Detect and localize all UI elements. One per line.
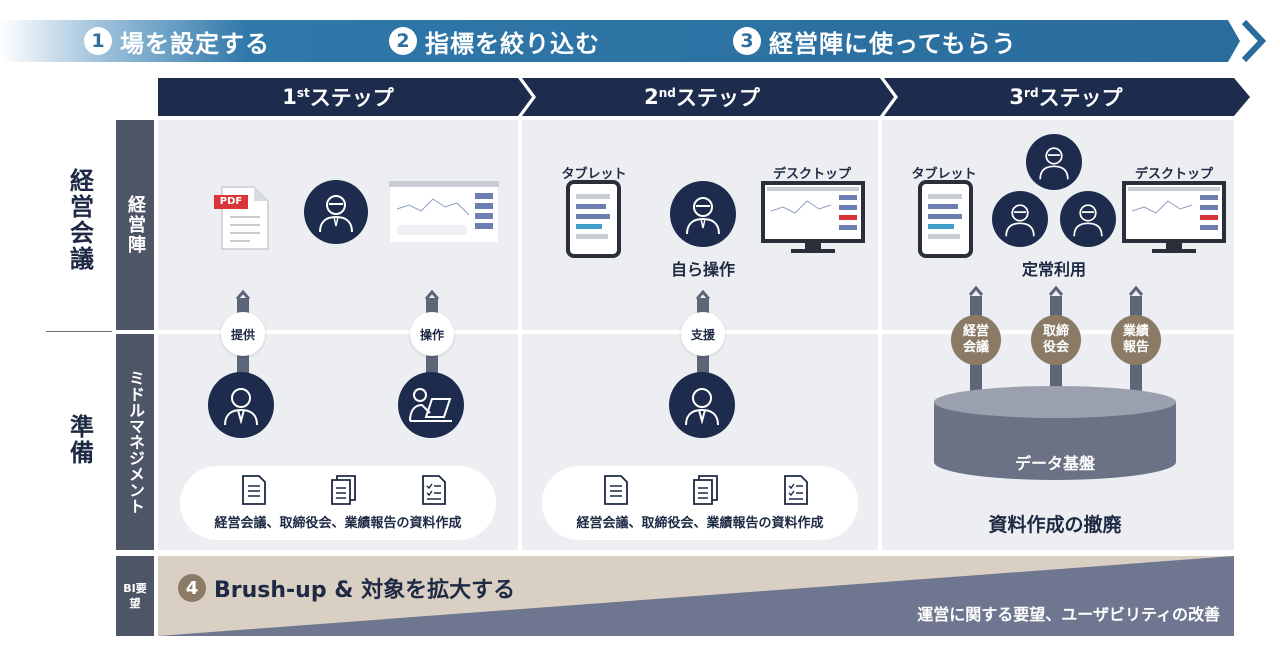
executive-avatar-icon: [304, 180, 368, 244]
operate-badge: 操作: [410, 312, 454, 356]
brush-up-number: 4: [178, 574, 206, 602]
step-suffix: rd: [1024, 86, 1039, 100]
row-bar-executives: 経営陣: [116, 120, 154, 330]
documents-caption: 経営会議、取締役会、業績報告の資料作成: [576, 516, 824, 531]
step-label-text: ステップ: [309, 86, 394, 110]
dashboard-screenshot-icon: [389, 181, 499, 243]
banner-arrow: [0, 19, 1267, 63]
documents-caption: 経営会議、取締役会、業績報告の資料作成: [214, 516, 462, 531]
pdf-tag: PDF: [219, 196, 243, 207]
meeting-badge-performance: 業績 報告: [1111, 315, 1161, 365]
documents-stack-icon: [331, 475, 356, 505]
up-chevron-icon: [424, 289, 440, 300]
documents-stack-icon: [693, 475, 718, 505]
support-badge: 支援: [681, 312, 725, 356]
regular-use-label: 定常利用: [1021, 260, 1086, 279]
row-label-meeting: 経営会議: [65, 168, 94, 272]
row-divider: [46, 331, 112, 332]
banner-step-1: 1 場を設定する: [84, 25, 270, 58]
brush-up-title-text: Brush-up & 対象を拡大する: [214, 578, 516, 603]
meeting-badge-board: 取締 役会: [1031, 315, 1081, 365]
up-chevron-icon: [1128, 285, 1144, 296]
row-bar-bi-requests: BI要望: [116, 556, 154, 636]
tablet-label: タブレット: [561, 167, 627, 182]
step-suffix: nd: [658, 86, 676, 100]
checklist-icon: [784, 475, 808, 505]
tablet-icon: [918, 180, 973, 258]
tablet-icon: [566, 180, 621, 258]
up-chevron-icon: [695, 289, 711, 300]
banner-step-label: 経営陣に使ってもらう: [769, 29, 1017, 58]
desktop-label: デスクトップ: [1134, 167, 1213, 182]
brush-up-title: 4 Brush-up & 対象を拡大する: [178, 572, 515, 604]
manager-avatar-icon: [208, 372, 274, 438]
row-label-prep: 準備: [65, 414, 94, 466]
checklist-icon: [422, 475, 446, 505]
step-ordinal: 1: [282, 85, 297, 109]
tablet-label: タブレット: [911, 167, 977, 182]
manager-avatar-icon: [669, 372, 735, 438]
provide-badge: 提供: [221, 312, 265, 356]
database-cylinder-icon: [934, 386, 1176, 480]
up-chevron-icon: [235, 289, 251, 300]
meeting-badge-exec: 経営 会議: [951, 315, 1001, 365]
step-label-text: ステップ: [675, 86, 760, 110]
step-suffix: st: [296, 86, 310, 100]
banner-step-2: 2 指標を絞り込む: [389, 25, 600, 58]
pdf-document-icon: [214, 186, 269, 250]
banner-step-label: 場を設定する: [120, 29, 270, 58]
step-ordinal: 3: [1009, 85, 1025, 109]
brush-up-subtitle: 運営に関する要望、ユーザビリティの改善: [917, 605, 1220, 624]
banner-step-label: 指標を絞り込む: [425, 29, 600, 58]
executive-avatar-icon: [1060, 191, 1116, 247]
abolish-docs-label: 資料作成の撤廃: [988, 514, 1122, 536]
banner-step-number: 3: [733, 27, 761, 55]
executive-avatar-icon: [992, 191, 1048, 247]
banner-step-number: 2: [389, 27, 417, 55]
step-label-text: ステップ: [1038, 86, 1123, 110]
executive-avatar-icon: [670, 181, 736, 247]
banner-step-number: 1: [84, 27, 112, 55]
step-ordinal: 2: [644, 85, 659, 109]
document-icon: [242, 475, 266, 505]
desktop-label: デスクトップ: [772, 167, 851, 182]
up-chevron-icon: [968, 285, 984, 296]
step-header-band: [158, 76, 1250, 118]
banner-step-3: 3 経営陣に使ってもらう: [733, 25, 1017, 58]
up-chevron-icon: [1048, 285, 1064, 296]
desktop-monitor-icon: [1122, 181, 1226, 253]
row-bar-middle-management: ミドルマネジメント: [116, 334, 154, 550]
person-at-laptop-icon: [398, 372, 464, 438]
desktop-monitor-icon: [761, 181, 865, 253]
self-operate-label: 自ら操作: [670, 260, 735, 279]
brush-up-band: [158, 556, 1234, 636]
data-platform-label: データ基盤: [1014, 454, 1095, 473]
executive-avatar-icon: [1026, 134, 1082, 190]
document-icon: [604, 475, 628, 505]
